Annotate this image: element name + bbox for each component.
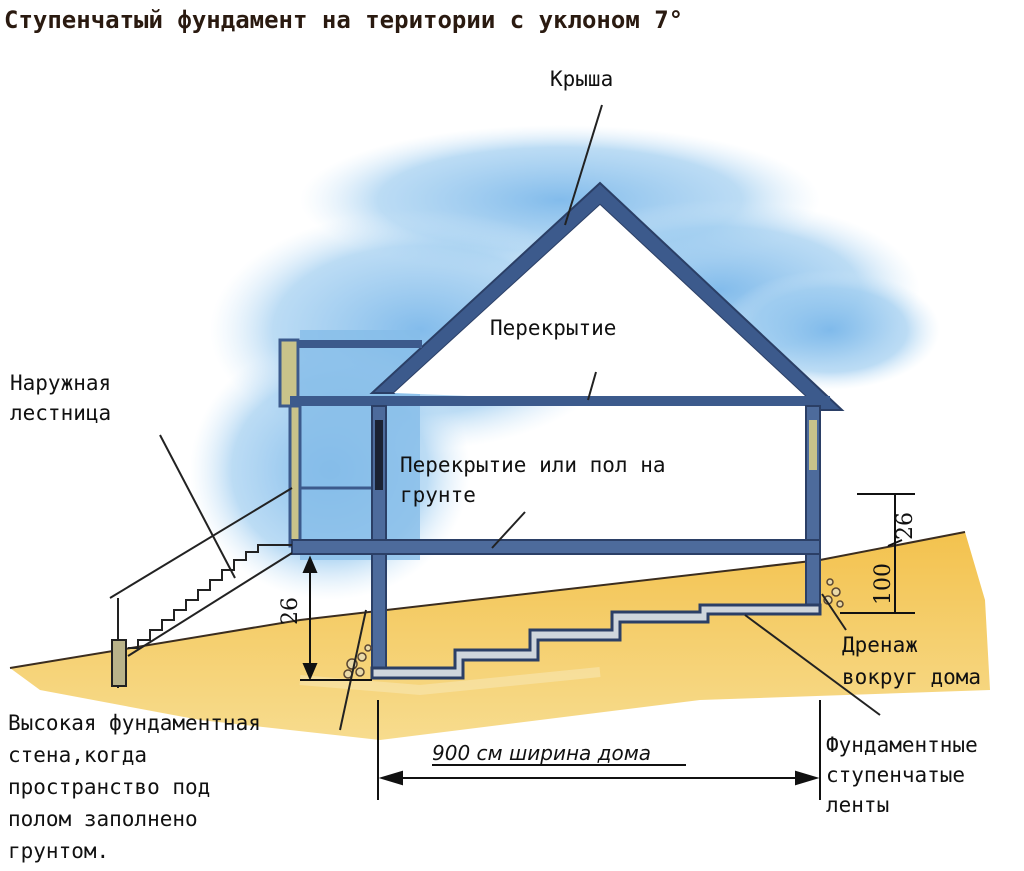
label-floor-line2: грунте [400,483,476,507]
label-roof: Крыша [550,67,613,91]
drainage-gravel [343,578,844,679]
label-stairs-line1: Наружная [10,371,111,395]
label-wall-line2: стена,когда [8,743,147,767]
label-strip-line1: Фундаментные [826,733,978,757]
stepped-foundation [370,603,822,680]
diagram-title: Ступенчатый фундамент на територии с укл… [4,6,683,34]
house [278,181,845,680]
label-wall-line4: полом заполнено [8,807,198,831]
dimension-right-bottom: 100 [871,563,896,605]
label-stairs-line2: лестница [10,401,111,425]
label-drainage-line2: вокруг дома [842,665,981,689]
leader-lines [159,104,881,731]
dimension-lines [300,493,915,800]
label-wall-line5: грунтом. [8,839,109,863]
label-strip-line2: ступенчатые [826,763,965,787]
label-wall-line1: Высокая фундаментная [8,711,261,735]
dimension-house-width: 900 см ширина дома [432,741,651,765]
ground [9,531,990,740]
label-ceiling: Перекрытие [490,316,616,340]
label-wall-line3: пространство под [8,775,210,799]
floor-slab [291,539,821,555]
dimension-left-height: 26 [278,597,303,625]
exterior-stairs [109,487,293,688]
dimension-right-top: 26 [893,512,918,540]
label-floor-line1: Перекрытие или пол на [400,453,666,477]
label-strip-line3: ленты [826,793,889,817]
ceiling-beam [290,396,830,406]
label-drainage-line1: Дренаж [842,633,918,657]
